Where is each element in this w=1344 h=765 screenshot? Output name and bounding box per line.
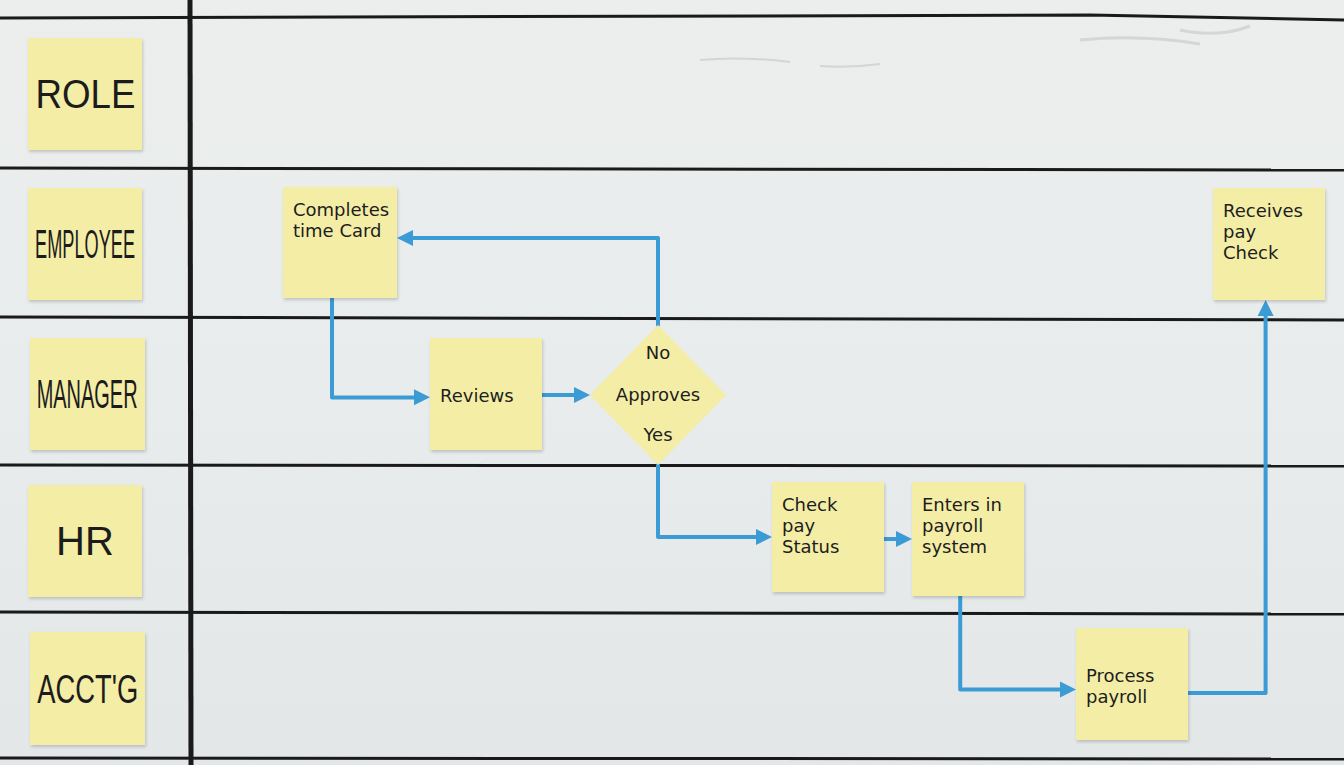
flow-connector [960,596,1076,698]
role-column-line [190,0,191,765]
process-sticky-note: Process payroll [1076,628,1188,740]
arrowhead [1060,682,1076,698]
process-sticky-note: Reviews [430,338,542,450]
role-label: HR [56,521,114,561]
flow-connector [884,531,912,547]
decision-branch-label: No [646,343,670,363]
step-text: Completes time Card [293,199,389,241]
role-label: MANAGER [37,374,138,414]
connector-line [332,298,416,397]
role-sticky-note: MANAGER [30,338,145,450]
connector-line [960,596,1062,690]
connector-line [884,537,898,541]
diamond-fill [590,325,726,465]
role-sticky-note: HR [28,485,142,597]
arrowhead [574,387,590,403]
role-label: ROLE [35,74,135,114]
role-sticky-note: ACCT'G [30,632,145,745]
lane-line [0,758,1344,759]
marker-smudge [1080,26,1250,44]
step-text: Check pay Status [782,494,876,558]
decision-branch-label: Yes [643,425,672,445]
role-sticky-note: ROLE [28,38,142,150]
arrowhead [896,531,912,547]
role-label: ACCT'G [37,669,138,709]
flow-connector [1188,300,1274,693]
process-sticky-note: Enters in payroll system [912,482,1024,596]
connector-line [542,393,576,397]
flow-connector [542,387,590,403]
step-text: Reviews [440,385,534,406]
lane-line [0,15,1344,20]
arrowhead [756,529,772,545]
marker-smudge [700,58,880,66]
role-label: EMPLOYEE [35,224,135,264]
process-sticky-note: Completes time Card [283,187,397,298]
step-text: Approves [590,385,726,405]
flow-connector [397,230,658,325]
step-text: Enters in payroll system [922,494,1016,558]
connector-line [411,238,658,325]
flow-connector [332,298,430,405]
role-sticky-note: EMPLOYEE [28,188,142,300]
arrowhead [414,389,430,405]
process-sticky-note: Receives pay Check [1213,188,1325,300]
step-text: Receives pay Check [1223,200,1317,264]
process-sticky-note: Check pay Status [772,482,884,592]
step-text: Process payroll [1086,665,1180,707]
connector-line [658,465,758,537]
lane-line [0,317,1344,320]
connector-line [1188,314,1266,693]
arrowhead [397,230,413,246]
lane-line [0,168,1344,170]
flow-connector [658,465,772,545]
arrowhead [1258,300,1274,316]
lane-line [0,465,1344,466]
lane-line [0,612,1344,614]
